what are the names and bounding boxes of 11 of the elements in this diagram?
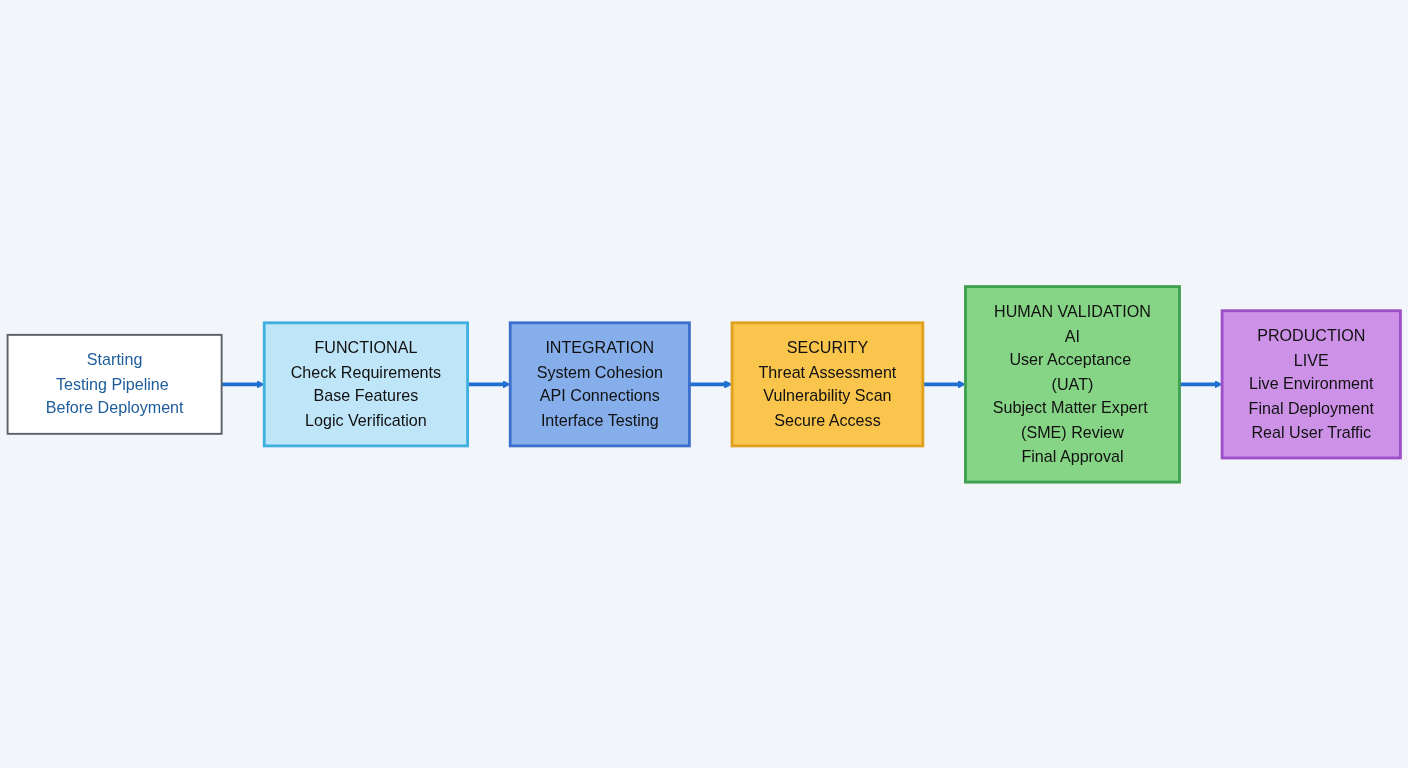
node-box: PRODUCTION LIVE Live Environment Final Deployment Real User Traffic xyxy=(1220,308,1402,460)
arrow xyxy=(467,379,511,389)
arrow xyxy=(689,379,733,389)
arrow xyxy=(922,379,966,389)
node-box: HUMAN VALIDATION AI User Acceptance (UAT) Subject Matter Expert (SME) Review Final Approval xyxy=(964,284,1181,484)
node-box: FUNCTIONAL Check Requirements Base Features Logic Verification xyxy=(262,321,470,447)
node-box: SECURITY Threat Assessment Vulnerability Scan Secure Access xyxy=(730,321,925,447)
arrow xyxy=(1179,379,1223,389)
node-box: INTEGRATION System Cohesion API Connections Interface Testing xyxy=(508,321,691,447)
node-box: Starting Testing Pipeline Before Deployment xyxy=(6,333,223,435)
arrow xyxy=(221,379,265,389)
